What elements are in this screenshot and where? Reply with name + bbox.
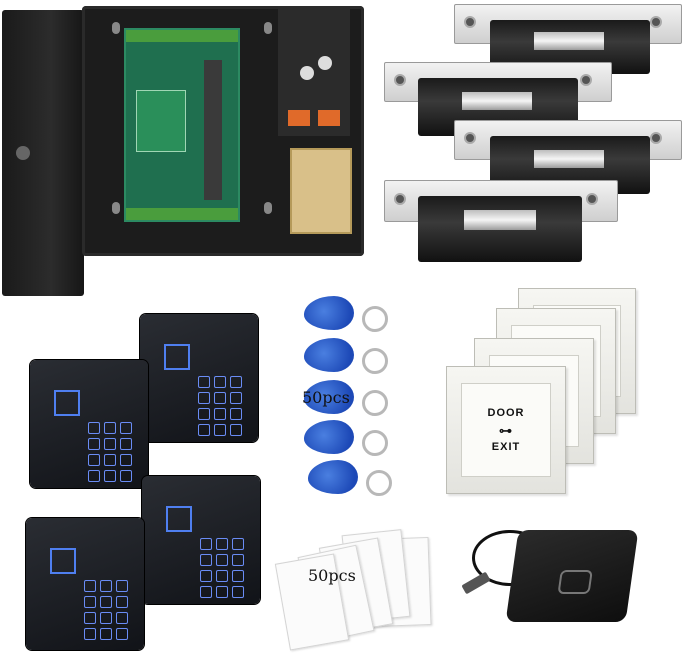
relay-block [204, 60, 222, 200]
terminal-block [288, 110, 310, 126]
keypad-reader [142, 476, 260, 604]
chip-module [136, 90, 186, 152]
mount-hole [112, 22, 120, 34]
terminal-block [318, 110, 340, 126]
card-reader-icon [557, 570, 593, 594]
strike-lock [384, 180, 618, 266]
capacitor [318, 56, 332, 70]
key-icon: ⊶ [499, 423, 513, 438]
rfid-card-stack [274, 528, 436, 651]
fob-quantity-label: 50pcs [302, 388, 350, 407]
keypad-reader [140, 314, 258, 442]
terminal-strip [126, 208, 238, 220]
mount-hole [112, 202, 120, 214]
door-lock-icon [16, 146, 30, 160]
mount-hole [264, 22, 272, 34]
cabinet-door [2, 10, 84, 296]
rfid-fob-group [304, 296, 394, 502]
keypad-reader [26, 518, 144, 650]
card-quantity-label: 50pcs [308, 566, 356, 585]
usb-card-reader [505, 530, 639, 622]
capacitor [300, 66, 314, 80]
mount-hole [264, 202, 272, 214]
exit-button-plate: DOOR ⊶ EXIT [446, 366, 566, 494]
terminal-strip [126, 30, 238, 42]
transformer [290, 148, 352, 234]
usb-plug [461, 571, 491, 595]
door-text: DOOR [487, 407, 525, 419]
keypad-reader [30, 360, 148, 488]
power-supply [278, 6, 350, 136]
controller-board [124, 28, 240, 222]
exit-text: EXIT [491, 441, 521, 453]
